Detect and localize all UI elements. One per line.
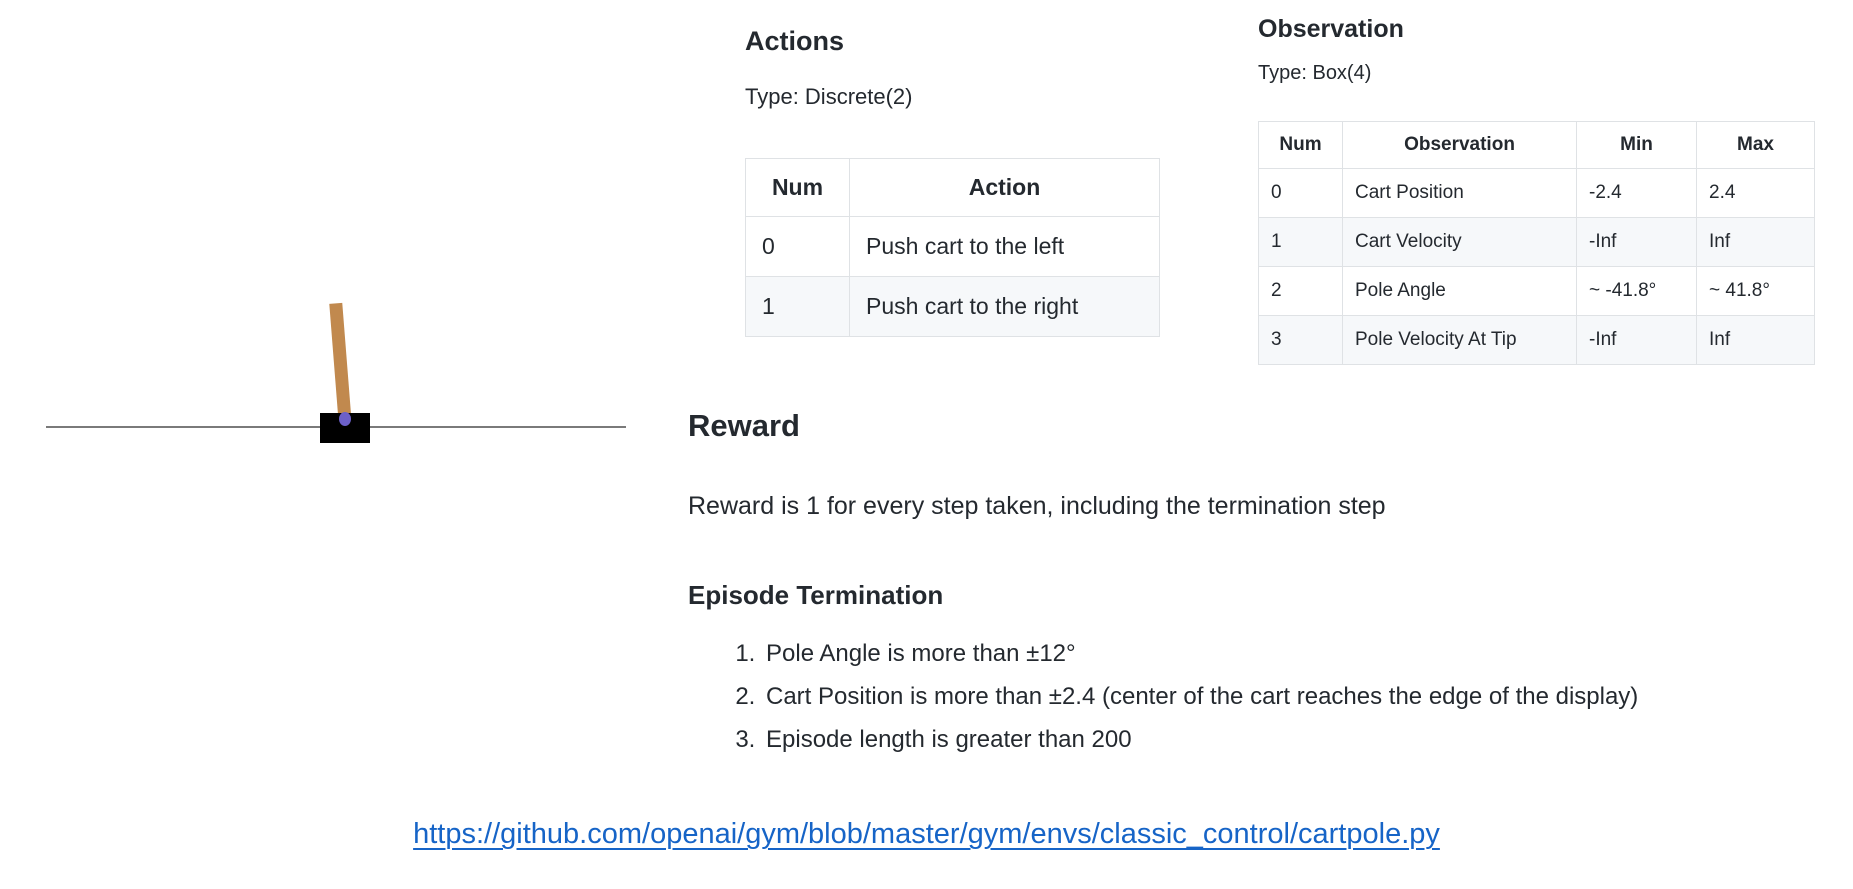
obs-col-min: Min [1576, 121, 1697, 169]
obs-min: -Inf [1576, 217, 1697, 267]
obs-max: 2.4 [1696, 168, 1815, 218]
table-row: 3 Pole Velocity At Tip -Inf Inf [1258, 315, 1815, 365]
reward-text: Reward is 1 for every step taken, includ… [688, 492, 1386, 520]
action-num: 1 [745, 276, 850, 337]
reward-heading: Reward [688, 408, 800, 443]
observation-type-label: Type: Box(4) [1258, 62, 1372, 84]
obs-min: -2.4 [1576, 168, 1697, 218]
actions-heading: Actions [745, 26, 845, 56]
cartpole-render [0, 0, 660, 500]
table-row: 1 Push cart to the right [745, 276, 1160, 337]
obs-col-observation: Observation [1342, 121, 1577, 169]
obs-name: Cart Position [1342, 168, 1577, 218]
episode-termination-heading: Episode Termination [688, 580, 944, 610]
actions-col-num: Num [745, 158, 850, 217]
action-num: 0 [745, 216, 850, 277]
obs-name: Pole Angle [1342, 266, 1577, 316]
episode-termination-list: Pole Angle is more than ±12° Cart Positi… [712, 640, 1638, 769]
actions-type-label: Type: Discrete(2) [745, 84, 913, 109]
source-link-row: https://github.com/openai/gym/blob/maste… [0, 818, 1853, 851]
table-header-row: Num Action [745, 158, 1160, 217]
observation-table: Num Observation Min Max 0 Cart Position … [1258, 121, 1815, 365]
github-source-link[interactable]: https://github.com/openai/gym/blob/maste… [413, 818, 1440, 850]
obs-col-num: Num [1258, 121, 1343, 169]
obs-max: Inf [1696, 315, 1815, 365]
obs-name: Cart Velocity [1342, 217, 1577, 267]
table-row: 0 Push cart to the left [745, 216, 1160, 277]
obs-name: Pole Velocity At Tip [1342, 315, 1577, 365]
termination-item: Cart Position is more than ±2.4 (center … [762, 683, 1638, 711]
obs-max: Inf [1696, 217, 1815, 267]
action-label: Push cart to the right [849, 276, 1160, 337]
axle-dot [339, 412, 351, 426]
table-row: 0 Cart Position -2.4 2.4 [1258, 168, 1815, 218]
termination-item: Episode length is greater than 200 [762, 726, 1638, 754]
actions-table: Num Action 0 Push cart to the left 1 Pus… [745, 158, 1160, 337]
obs-num: 2 [1258, 266, 1343, 316]
obs-num: 1 [1258, 217, 1343, 267]
obs-max: ~ 41.8° [1696, 266, 1815, 316]
actions-col-action: Action [849, 158, 1160, 217]
obs-num: 3 [1258, 315, 1343, 365]
table-header-row: Num Observation Min Max [1258, 121, 1815, 169]
table-row: 2 Pole Angle ~ -41.8° ~ 41.8° [1258, 266, 1815, 316]
table-row: 1 Cart Velocity -Inf Inf [1258, 217, 1815, 267]
obs-min: -Inf [1576, 315, 1697, 365]
pole [329, 302, 352, 428]
action-label: Push cart to the left [849, 216, 1160, 277]
obs-num: 0 [1258, 168, 1343, 218]
obs-col-max: Max [1696, 121, 1815, 169]
termination-item: Pole Angle is more than ±12° [762, 640, 1638, 668]
observation-heading: Observation [1258, 15, 1404, 43]
obs-min: ~ -41.8° [1576, 266, 1697, 316]
